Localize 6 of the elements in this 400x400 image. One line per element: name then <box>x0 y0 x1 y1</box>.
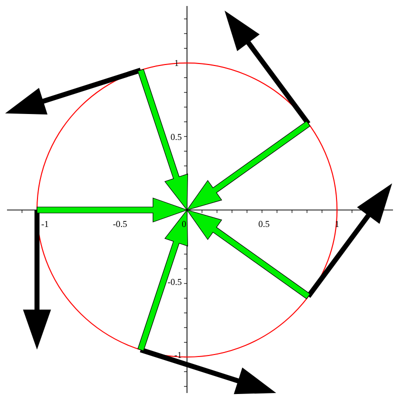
tick-label: 0 <box>182 220 186 228</box>
tick-label: -0.5 <box>168 278 182 286</box>
tick-label: -1 <box>42 221 48 227</box>
tick-label: 0.5 <box>258 220 270 228</box>
tick-label: 0.5 <box>170 134 182 140</box>
tick-label: -0.5 <box>113 220 127 228</box>
